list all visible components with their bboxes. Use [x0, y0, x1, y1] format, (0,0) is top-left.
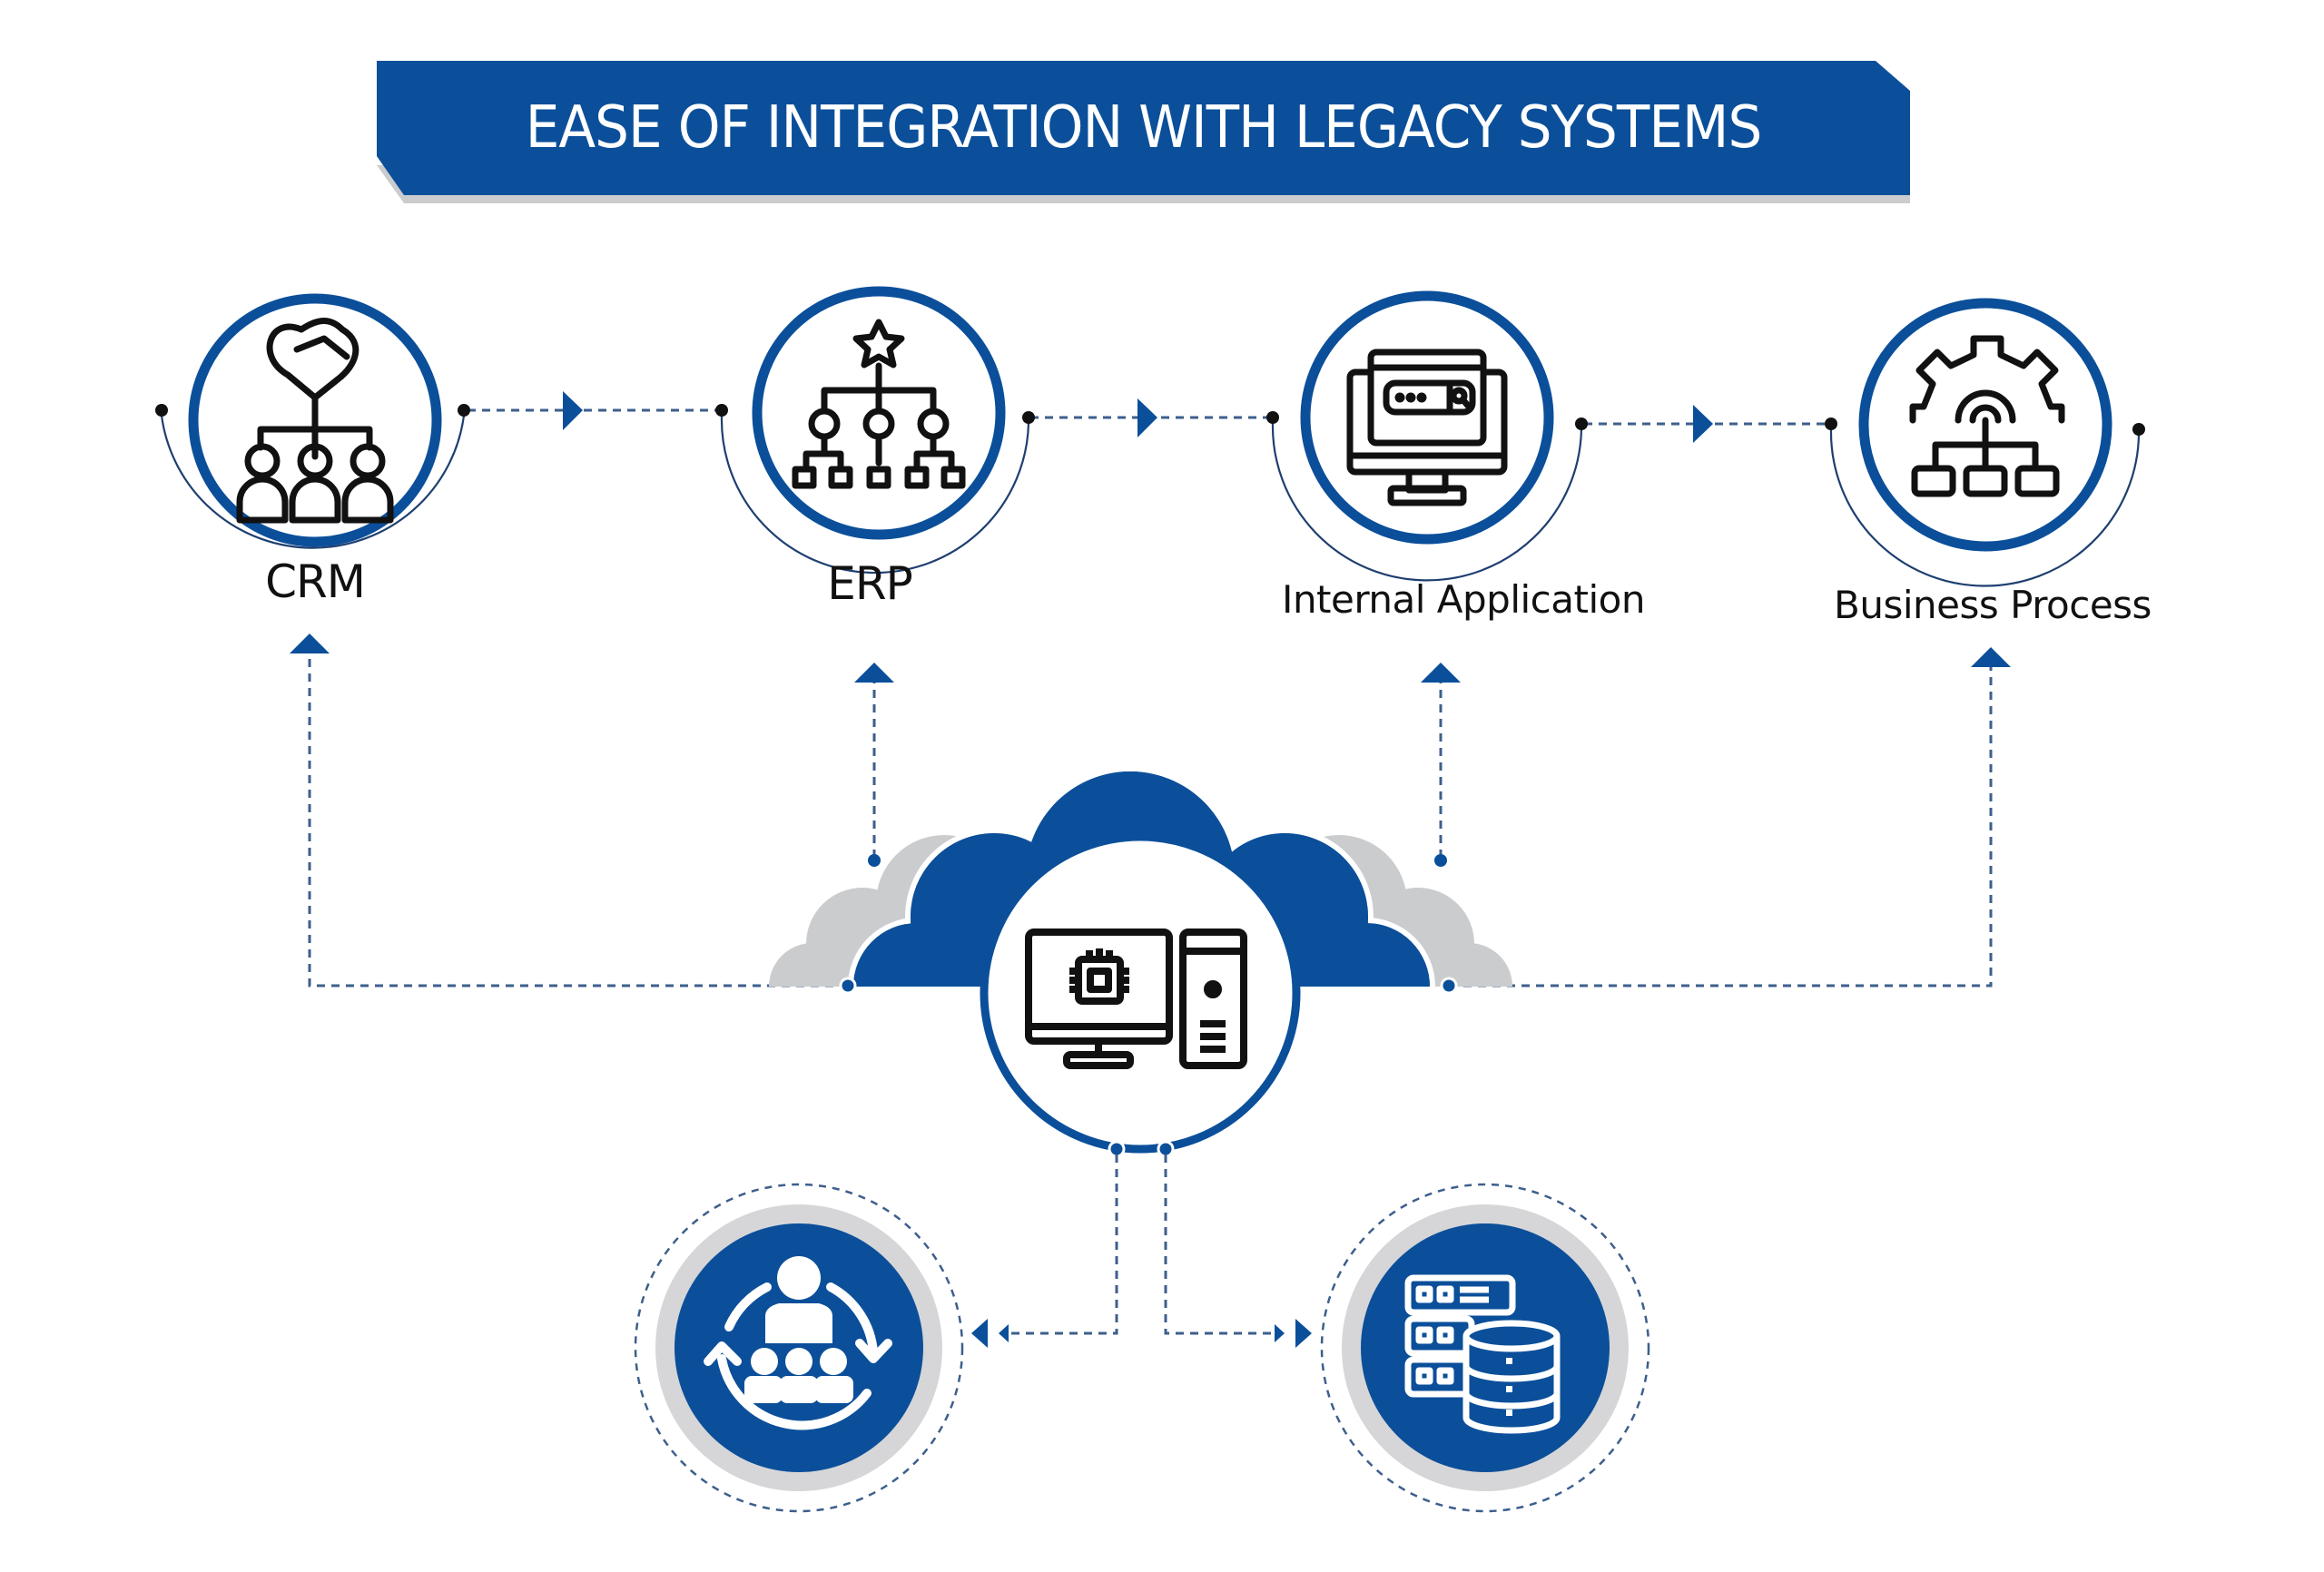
arrow-right-icon: [1275, 1324, 1285, 1342]
connector-hub-bp: [1449, 667, 1993, 987]
connector-dot: [155, 404, 168, 417]
arrow-up-icon: [1971, 647, 2011, 667]
manager-team-cycle-icon: [744, 1256, 853, 1403]
desktop-computer-chip-tower-icon: [1025, 928, 1247, 1069]
system-node-internal-app: [1266, 290, 1588, 582]
connector-dot: [1108, 1140, 1126, 1158]
arrow-up-icon: [854, 663, 894, 683]
arrow-up-icon: [290, 634, 330, 653]
bottom-connectors: [1003, 1154, 1280, 1335]
monitor-browser-search-icon: [1346, 349, 1508, 506]
arrow-left-icon: [999, 1324, 1009, 1342]
orbit-arc: [1271, 422, 1583, 582]
system-node-crm: [155, 293, 470, 549]
system-node-erp: [715, 286, 1035, 575]
system-label-crm: CRM: [265, 555, 366, 608]
arrow-right-icon: [563, 391, 583, 430]
connector-dot: [1434, 854, 1447, 867]
hub-connectors: [308, 655, 1993, 987]
bottom-node-team-management: [634, 1183, 964, 1513]
connector-dot: [458, 404, 470, 417]
connector-dot: [2132, 423, 2145, 436]
arrow-right-icon: [1295, 1319, 1312, 1348]
arrow-left-icon: [971, 1319, 988, 1348]
hub-circle: [980, 832, 1301, 1154]
orbit-arc: [160, 415, 466, 549]
connector-dot: [1825, 418, 1837, 430]
connector-dot: [1022, 411, 1035, 424]
connector-hub-team: [1003, 1154, 1118, 1335]
cloud-hub: [769, 766, 1512, 1158]
arrow-right-icon: [1137, 398, 1157, 437]
system-label-business-process: Business Process: [1834, 583, 2152, 627]
connector-dot: [1157, 1140, 1175, 1158]
system-label-erp: ERP: [827, 557, 912, 610]
gear-workflow-icon: [1909, 335, 2065, 497]
bottom-node-data-storage: [1320, 1183, 1650, 1513]
connector-dot: [1440, 977, 1458, 995]
arrow-up-icon: [1421, 663, 1461, 683]
connector-dot: [1266, 411, 1279, 424]
handshake-heart-team-icon: [236, 318, 394, 524]
system-node-business-process: [1825, 298, 2145, 587]
system-label-internal-application: Internal Application: [1282, 577, 1645, 622]
connector-dot: [715, 404, 728, 417]
connector-dot: [839, 977, 857, 995]
page-title: EASE OF INTEGRATION WITH LEGACY SYSTEMS: [525, 94, 1763, 162]
server-database-icon: [1404, 1274, 1561, 1434]
orbit-arc: [1829, 428, 2141, 587]
banner-background: [377, 61, 1910, 195]
org-hierarchy-star-icon: [792, 319, 966, 489]
connector-hub-crm: [308, 655, 848, 987]
arrow-right-icon: [1693, 405, 1713, 443]
connector-dot: [1575, 418, 1588, 430]
connector-hub-data: [1164, 1154, 1280, 1335]
connector-dot: [868, 854, 881, 867]
title-banner: [377, 61, 1910, 203]
orbit-arc: [720, 415, 1030, 575]
